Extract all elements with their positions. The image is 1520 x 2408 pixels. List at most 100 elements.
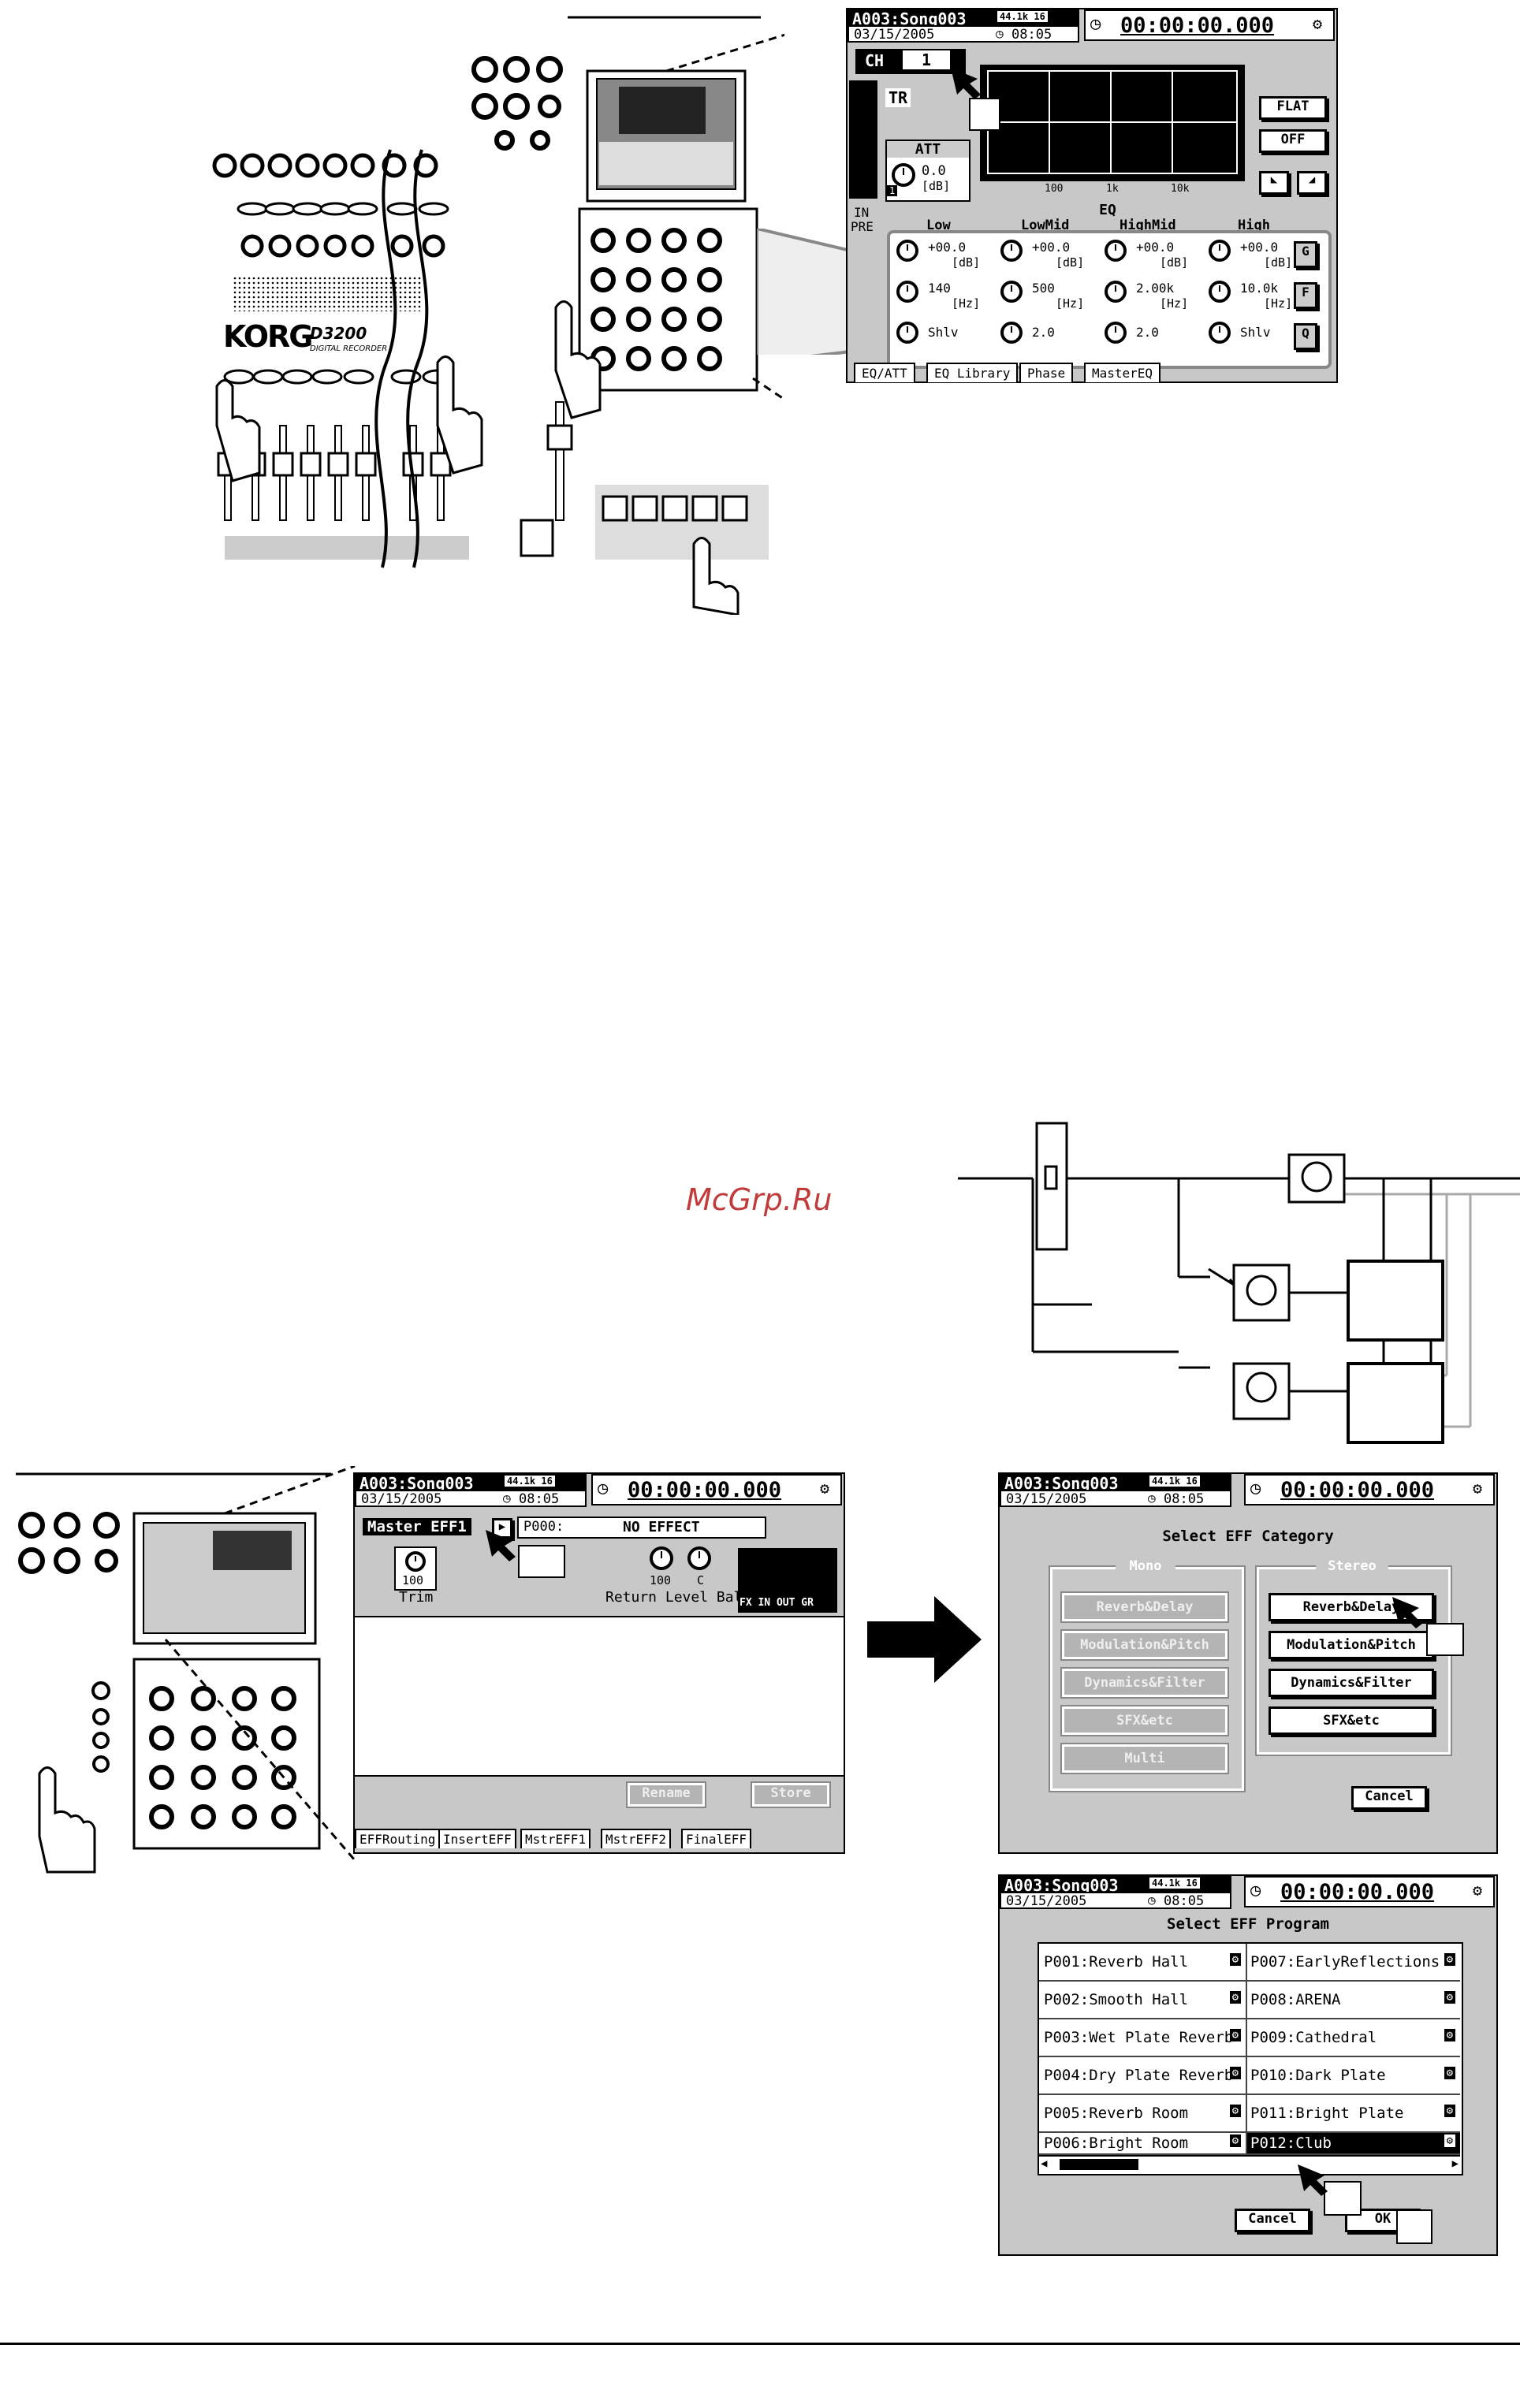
trim-value: 100 [402, 1573, 424, 1587]
gain-knob-lowmid[interactable] [1000, 240, 1023, 262]
list-item[interactable]: P007:EarlyReflections ⚙ [1247, 1944, 1460, 1982]
locate-icon[interactable]: ◷ [598, 1479, 609, 1498]
tab-insert-eff[interactable]: InsertEFF [438, 1829, 516, 1848]
freq-knob-low[interactable] [896, 281, 918, 303]
date: 03/15/2005 [361, 1491, 442, 1507]
q-knob-high[interactable] [1209, 322, 1231, 344]
timecode-box[interactable]: ◷ 00:00:00.000 ⚙ [591, 1474, 842, 1505]
list-item[interactable]: P001:Reverb Hall ⚙ [1039, 1944, 1247, 1982]
settings-icon[interactable]: ⚙ [1313, 14, 1323, 33]
q-button[interactable]: Q [1294, 323, 1317, 350]
list-item[interactable]: P002:Smooth Hall ⚙ [1039, 1982, 1247, 2019]
clock-icon: ◷ [1148, 1893, 1156, 1907]
program-item-label: P009:Cathedral [1250, 2029, 1377, 2046]
locate-icon[interactable]: ◷ [1090, 14, 1101, 34]
list-item[interactable]: P004:Dry Plate Reverb ⚙ [1039, 2057, 1247, 2095]
tab-eq-library[interactable]: EQ Library [926, 363, 1019, 382]
tab-eq-att[interactable]: EQ/ATT [854, 363, 915, 382]
store-button[interactable]: Store [752, 1783, 829, 1807]
q-knob-lowmid[interactable] [1000, 322, 1023, 344]
scroll-left-icon[interactable]: ◀ [1041, 2157, 1048, 2170]
settings-icon[interactable]: ⚙ [820, 1479, 830, 1498]
eff-type-icon: ⚙ [1229, 2067, 1241, 2079]
q-low: Shlv [928, 325, 959, 340]
balance-knob[interactable] [687, 1546, 711, 1570]
stereo-sfx-etc[interactable]: SFX&etc [1269, 1706, 1434, 1735]
cancel-button[interactable]: Cancel [1235, 2209, 1310, 2232]
tab-master-eq[interactable]: MasterEQ [1084, 363, 1161, 382]
eq-screen: A003:Song003 44.1k 16 03/15/2005 ◷ 08:05… [846, 8, 1338, 383]
tab-final-eff[interactable]: FinalEFF [681, 1829, 752, 1848]
svg-text:KORG: KORG [223, 319, 312, 354]
locate-icon[interactable]: ◷ [1250, 1881, 1261, 1900]
timecode-box[interactable]: ◷ 00:00:00.000 ⚙ [1084, 9, 1335, 41]
cancel-button[interactable]: Cancel [1351, 1786, 1427, 1810]
gain-knob-highmid[interactable] [1105, 240, 1127, 262]
list-item[interactable]: P011:Bright Plate ⚙ [1247, 2095, 1460, 2133]
mono-multi: Multi [1062, 1744, 1228, 1773]
g-button[interactable]: G [1294, 241, 1317, 268]
freq-lowmid: 500 [1032, 281, 1055, 296]
next-icon[interactable]: ◢ [1297, 171, 1327, 195]
timecode-box[interactable]: ◷ 00:00:00.000 ⚙ [1244, 1474, 1495, 1505]
settings-icon[interactable]: ⚙ [1473, 1881, 1483, 1900]
q-highmid: 2.0 [1136, 325, 1159, 340]
gain-low: +00.0 [928, 240, 967, 255]
prev-icon[interactable]: ◣ [1259, 171, 1289, 195]
tab-phase[interactable]: Phase [1019, 363, 1074, 382]
f-button[interactable]: F [1294, 282, 1317, 309]
program-item-label: P011:Bright Plate [1250, 2105, 1404, 2122]
gain-knob-high[interactable] [1209, 240, 1231, 262]
horizontal-scrollbar[interactable]: ◀ ▶ [1039, 2155, 1460, 2174]
eff-type-icon: ⚙ [1229, 2105, 1241, 2117]
ch-select[interactable]: CH 1 [855, 49, 966, 74]
timecode-box[interactable]: ◷ 00:00:00.000 ⚙ [1244, 1876, 1495, 1907]
list-item[interactable]: P008:ARENA ⚙ [1247, 1982, 1460, 2019]
locate-icon[interactable]: ◷ [1250, 1479, 1261, 1498]
freq-knob-highmid[interactable] [1105, 281, 1127, 303]
off-button[interactable]: OFF [1259, 129, 1327, 153]
list-item[interactable]: P009:Cathedral ⚙ [1247, 2019, 1460, 2057]
flat-button[interactable]: FLAT [1259, 96, 1327, 120]
freq-knob-lowmid[interactable] [1000, 281, 1023, 303]
att-value: 0.0 [922, 163, 946, 179]
pointer-arrow-icon [1388, 1592, 1466, 1663]
band-headers: Low LowMid HighMid High [895, 218, 1321, 230]
scroll-thumb[interactable] [1060, 2159, 1138, 2170]
tab-mstr-eff1[interactable]: MstrEFF1 [520, 1829, 591, 1848]
list-item[interactable]: P010:Dark Plate ⚙ [1247, 2057, 1460, 2095]
return-knob[interactable] [650, 1546, 673, 1570]
list-item-selected[interactable]: P012:Club ⚙ [1247, 2133, 1460, 2155]
gain-row: +00.0 [dB] +00.0 [dB] +00.0 [dB] +00.0 [… [890, 236, 1328, 277]
pointer-arrow-icon [1293, 2160, 1435, 2246]
pointer-arrow-icon [481, 1525, 568, 1580]
clock-icon: ◷ [503, 1491, 511, 1505]
settings-icon[interactable]: ⚙ [1473, 1479, 1483, 1498]
stereo-dynamics-filter[interactable]: Dynamics&Filter [1269, 1669, 1434, 1697]
list-item[interactable]: P006:Bright Room ⚙ [1039, 2133, 1247, 2155]
eff-type-icon: ⚙ [1229, 1991, 1241, 2004]
tab-eff-routing[interactable]: EFFRouting [355, 1829, 441, 1848]
timecode: 00:00:00.000 [1120, 13, 1275, 38]
att-knob[interactable] [892, 163, 915, 187]
gain-unit-low: [dB] [952, 255, 981, 270]
list-item[interactable]: P005:Reverb Room ⚙ [1039, 2095, 1247, 2133]
att-unit: [dB] [922, 179, 951, 193]
tab-mstr-eff2[interactable]: MstrEFF2 [601, 1829, 672, 1848]
page-rule [0, 2343, 1520, 2345]
eff-type-icon: ⚙ [1444, 2067, 1455, 2079]
rename-button[interactable]: Rename [628, 1783, 705, 1807]
gain-knob-low[interactable] [896, 240, 918, 262]
trim-knob[interactable] [405, 1551, 426, 1572]
date-bar: 03/15/2005 ◷ 08:05 [848, 25, 1079, 43]
program-item-label: P002:Smooth Hall [1044, 1991, 1189, 2008]
eff-type-icon: ⚙ [1229, 2134, 1241, 2147]
freq-knob-high[interactable] [1209, 281, 1231, 303]
q-knob-low[interactable] [896, 322, 918, 344]
scroll-right-icon[interactable]: ▶ [1451, 2157, 1459, 2170]
q-knob-highmid[interactable] [1105, 322, 1127, 344]
list-item[interactable]: P003:Wet Plate Reverb ⚙ [1039, 2019, 1247, 2057]
master-eff-screen: A003:Song003 44.1k 16 03/15/2005 ◷ 08:05… [353, 1472, 845, 1854]
category-screen: A003:Song003 44.1k 16 03/15/2005 ◷ 08:05… [998, 1472, 1498, 1854]
dialog-title: Select EFF Program [1167, 1915, 1329, 1933]
